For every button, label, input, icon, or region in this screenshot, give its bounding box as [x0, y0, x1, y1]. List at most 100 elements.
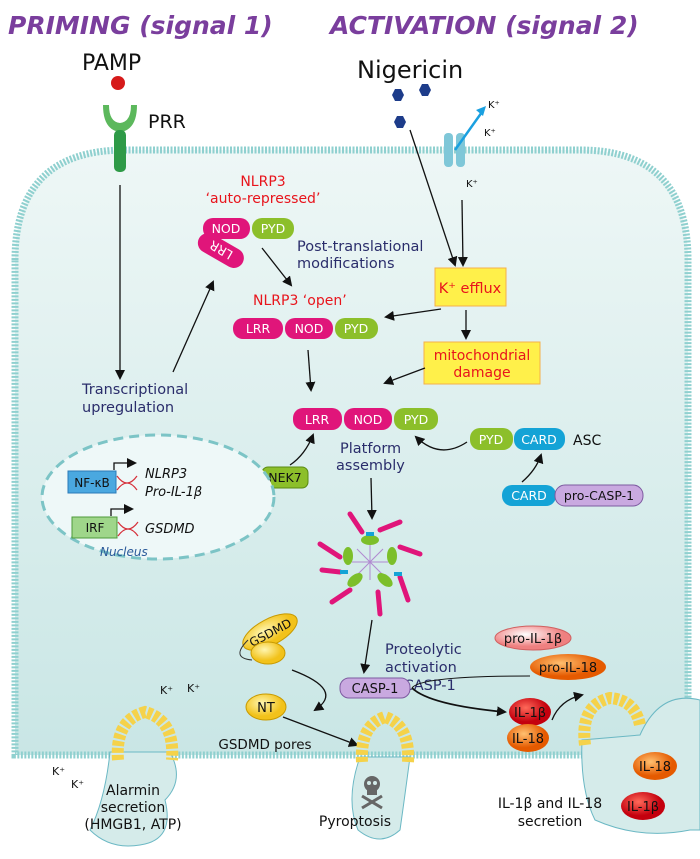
pro-il1b-label: pro-IL-1β	[504, 632, 562, 647]
skull-crossbones-icon	[361, 776, 383, 810]
card-label: CARD	[521, 432, 557, 447]
mito-label: mitochondrial	[434, 348, 531, 364]
alarmin-label: secretion	[101, 800, 165, 816]
inflammasome	[317, 511, 423, 617]
pyd-label: PYD	[479, 432, 504, 447]
nigericin-label: Nigericin	[357, 56, 463, 84]
k-ion: K⁺	[52, 765, 65, 778]
nfkb-label: NF-κB	[74, 476, 110, 490]
arrow	[366, 477, 377, 520]
nigericin-hexagon	[392, 84, 431, 128]
asc-pyd-domain	[470, 428, 513, 450]
pyd-domain	[394, 408, 438, 430]
alarmin-bleb	[89, 751, 177, 847]
potassium-channel	[444, 106, 486, 167]
prr-receptor	[103, 105, 137, 172]
mito-label: damage	[453, 365, 510, 381]
k-ion: K⁺	[160, 684, 173, 697]
arrow	[521, 453, 544, 483]
ptm-label: Post-translational	[297, 239, 423, 255]
alarmin-label: Alarmin	[106, 783, 160, 799]
pro-il18	[530, 654, 606, 680]
pro-casp1-domain	[554, 484, 644, 507]
ptm-label: modifications	[297, 256, 395, 272]
k-ion: K⁺	[71, 778, 84, 791]
nt-label: NT	[257, 701, 275, 716]
casp1-label: CASP-1	[352, 682, 399, 697]
arrow	[411, 687, 507, 717]
arrow	[305, 349, 316, 392]
il1b-label: IL-1β	[627, 800, 659, 815]
il1b-label: IL-1β	[514, 706, 546, 721]
lrr-domain	[233, 318, 283, 339]
pyd-label: PYD	[261, 221, 286, 236]
nlrp3-open-title: NLRP3 ‘open’	[253, 293, 347, 309]
card-domain	[502, 485, 556, 506]
k-ion: K⁺	[484, 128, 496, 139]
il1b	[509, 698, 551, 726]
arrow	[172, 280, 215, 373]
casp1	[339, 677, 411, 699]
activation-title: ACTIVATION (signal 2)	[328, 11, 639, 40]
proteolytic-label: Proteolytic	[385, 642, 462, 658]
cleavage-line	[411, 675, 531, 689]
arrow	[282, 716, 359, 747]
secretion-label: IL-1β and IL-18	[498, 796, 602, 812]
irf-label: IRF	[86, 521, 105, 535]
proteolytic-label: activation	[385, 660, 457, 676]
nlrp3-repressed-title: NLRP3	[240, 174, 285, 190]
arrow	[551, 691, 584, 721]
gsdmd-linker	[239, 639, 253, 661]
lrr-domain	[293, 408, 342, 430]
arrow	[457, 199, 468, 267]
pyd-domain	[252, 218, 294, 239]
k-ion: K⁺	[488, 100, 500, 111]
mitochondrial-damage-box	[423, 341, 541, 385]
dna-helix	[116, 475, 139, 537]
nucleus-label: Nucleus	[100, 545, 148, 559]
il18-secreted	[633, 752, 677, 780]
cell-membrane	[11, 146, 692, 759]
transcription-label: upregulation	[82, 400, 174, 416]
arrow	[383, 367, 426, 385]
nod-domain	[344, 408, 392, 430]
arrow	[289, 433, 315, 466]
k-ion: K⁺	[187, 682, 200, 695]
gene-gsdmd: GSDMD	[145, 522, 195, 537]
arrow	[409, 129, 458, 267]
transcription-arrow	[110, 504, 134, 516]
arrow	[360, 619, 373, 674]
prr-label: PRR	[148, 111, 186, 133]
il18	[507, 724, 549, 752]
nod-domain	[285, 318, 333, 339]
nlrp3-repressed-subtitle: ‘auto-repressed’	[206, 191, 321, 207]
asc-label: ASC	[573, 433, 601, 449]
il18-label: IL-18	[639, 760, 671, 775]
arrow	[291, 669, 327, 712]
il18-label: IL-18	[512, 732, 544, 747]
gsdmd-pore	[111, 691, 646, 763]
k-ion: K⁺	[466, 179, 478, 190]
gsdmd-pores-label: GSDMD pores	[218, 737, 311, 753]
asc-card-domain	[514, 428, 565, 450]
pamp-dot	[111, 76, 125, 90]
alarmin-label: (HMGB1, ATP)	[84, 817, 181, 833]
secretion-label: secretion	[518, 814, 582, 830]
nek7-label: NEK7	[268, 470, 301, 485]
gsdmd-nt	[245, 693, 287, 721]
transcription-arrow	[113, 458, 137, 470]
gene-pro-il1b: Pro-IL-1β	[145, 485, 202, 500]
arrow	[261, 247, 293, 287]
pro-il1b	[494, 625, 572, 651]
arrow	[384, 308, 442, 321]
nod-label: NOD	[212, 221, 241, 236]
pyd-label: PYD	[404, 412, 429, 427]
nfkb-box	[67, 470, 117, 494]
pro-casp1-label: pro-CASP-1	[564, 488, 634, 503]
nod-label: NOD	[354, 412, 383, 427]
il1b-secreted	[621, 792, 665, 820]
pyd-domain	[335, 318, 378, 339]
gsdmd-c-term	[250, 641, 286, 665]
k-efflux-label: K⁺ efflux	[439, 281, 502, 297]
